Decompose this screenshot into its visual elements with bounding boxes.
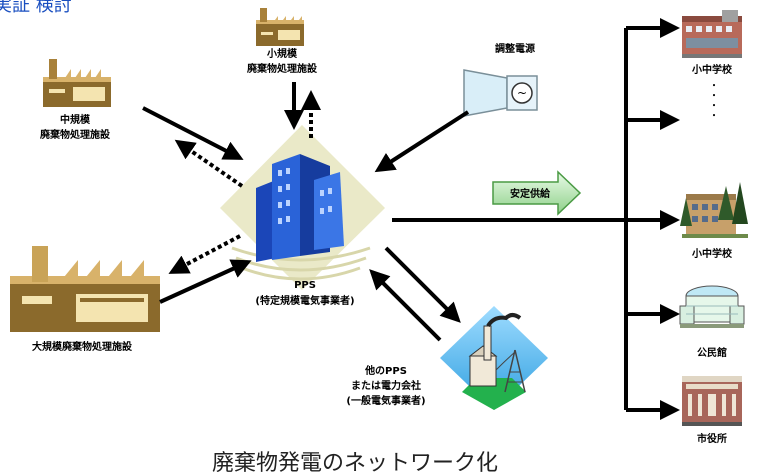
other-pps-line3: (一般電気事業者)	[346, 394, 425, 407]
small-facility-line2: 廃棄物処理施設	[247, 62, 318, 75]
medium-facility-line1: 中規模	[60, 113, 91, 126]
school-building-icon	[682, 10, 742, 58]
flow-other-to-pps	[369, 269, 442, 342]
diagram-caption: 廃棄物発電のネットワーク化	[212, 451, 498, 475]
consumer-label-1: 小中学校	[691, 63, 733, 76]
small-facility-line1: 小規模	[266, 47, 298, 60]
flow-pps-to-large	[168, 234, 241, 274]
flow-regulator-to-pps	[374, 110, 470, 173]
generator-icon: ~	[463, 69, 538, 117]
medium-facility-icon	[43, 59, 111, 107]
flow-pps-to-other	[384, 246, 461, 323]
other-pps-line1: 他のPPS	[364, 364, 407, 377]
consumer-label-4: 市役所	[697, 432, 727, 445]
flow-medium-to-pps	[142, 106, 244, 160]
pps-full-name: (特定規模電気事業者)	[255, 294, 354, 307]
community-hall-icon	[679, 285, 745, 328]
medium-facility-line2: 廃棄物処理施設	[40, 128, 111, 141]
supply-arrow	[492, 170, 582, 216]
consumer-ellipsis: ・・・・	[707, 80, 718, 120]
regulator-label: 調整電源	[495, 42, 535, 55]
city-hall-icon	[682, 376, 742, 426]
small-facility-icon	[256, 8, 304, 46]
consumer-label-2: 小中学校	[691, 247, 733, 260]
other-pps-icon	[440, 306, 548, 410]
pps-building-icon	[220, 125, 385, 290]
supply-label: 安定供給	[510, 187, 551, 200]
consumer-label-3: 公民館	[697, 346, 727, 359]
pps-name: PPS	[294, 280, 316, 291]
other-pps-line2: または電力会社	[351, 379, 421, 392]
flow-large-to-pps	[159, 259, 252, 304]
large-facility-label: 大規模廃棄物処理施設	[32, 340, 133, 353]
flow-pps-to-medium	[174, 139, 244, 188]
large-facility-icon	[10, 246, 160, 332]
header-text: 実証 検討	[0, 0, 72, 16]
school-building-with-trees-icon	[680, 182, 748, 238]
svg-text:~: ~	[517, 86, 527, 100]
